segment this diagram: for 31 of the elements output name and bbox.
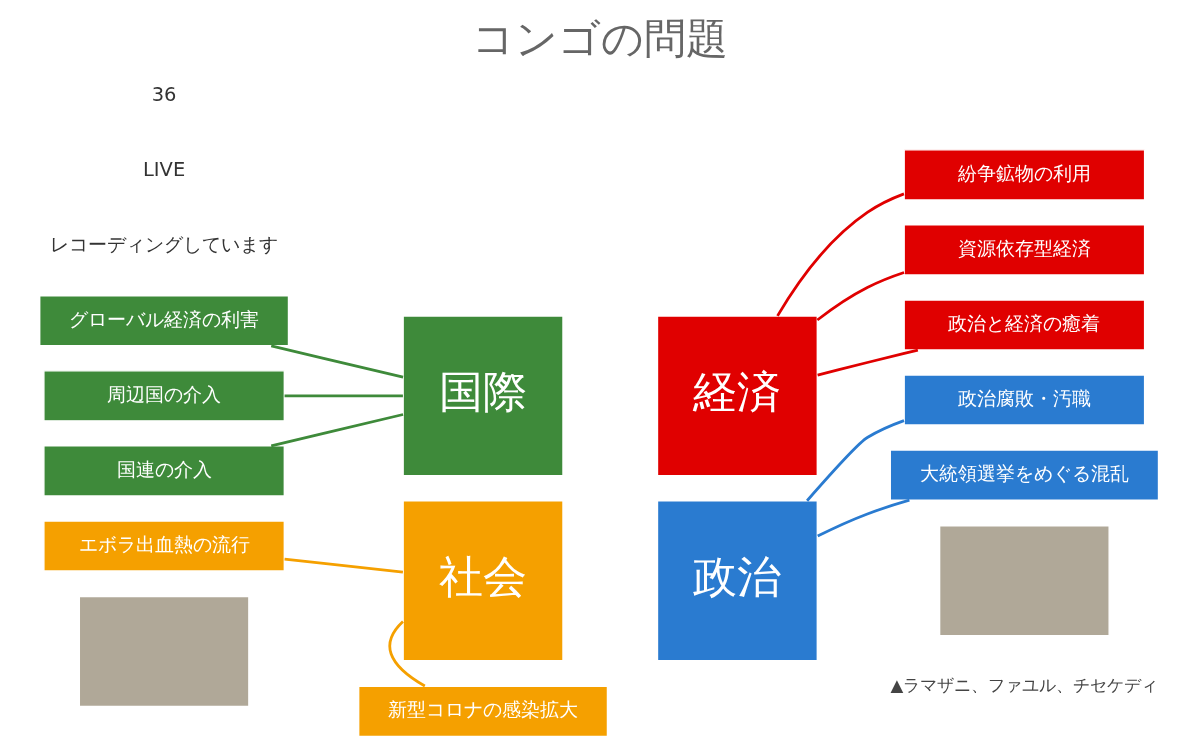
connector [816,498,910,538]
node-box: 紛争鉱物の利用 [902,149,1145,201]
connector [816,348,918,377]
node-box [938,525,1110,637]
node-box: グローバル経済の利害 [38,295,289,347]
node-box: 政治と経済の癒着 [902,299,1145,351]
node-box: 資源依存型経済 [902,224,1145,276]
connector [775,192,904,317]
node-box: 新型コロナの感染拡大 [357,685,608,738]
label: 36 [151,82,176,106]
node-box: 政治腐敗・汚職 [902,374,1145,426]
connector [270,413,403,448]
node-box: 大統領選挙をめぐる混乱 [889,449,1159,501]
node-box [78,595,250,708]
node-box: エボラ出血熱の流行 [42,520,285,572]
connector [816,271,904,322]
connector [270,344,403,379]
node-box: 経済 [656,315,818,477]
node-box: 国連の介入 [42,445,285,497]
node-box: 社会 [401,500,564,662]
label: レコーディングしています [49,232,278,256]
diagram-title: コンゴの問題 [472,13,728,63]
node-box: 国際 [401,315,564,477]
node-box: 政治 [656,500,818,662]
node-box: 周辺国の介入 [42,370,285,422]
connector [388,620,426,688]
connector [284,394,403,398]
connector [805,419,904,502]
label: LIVE [142,157,185,181]
node-label: ▲ラマザニ、ファユル、チセケディ [889,675,1158,695]
connector [283,557,403,574]
